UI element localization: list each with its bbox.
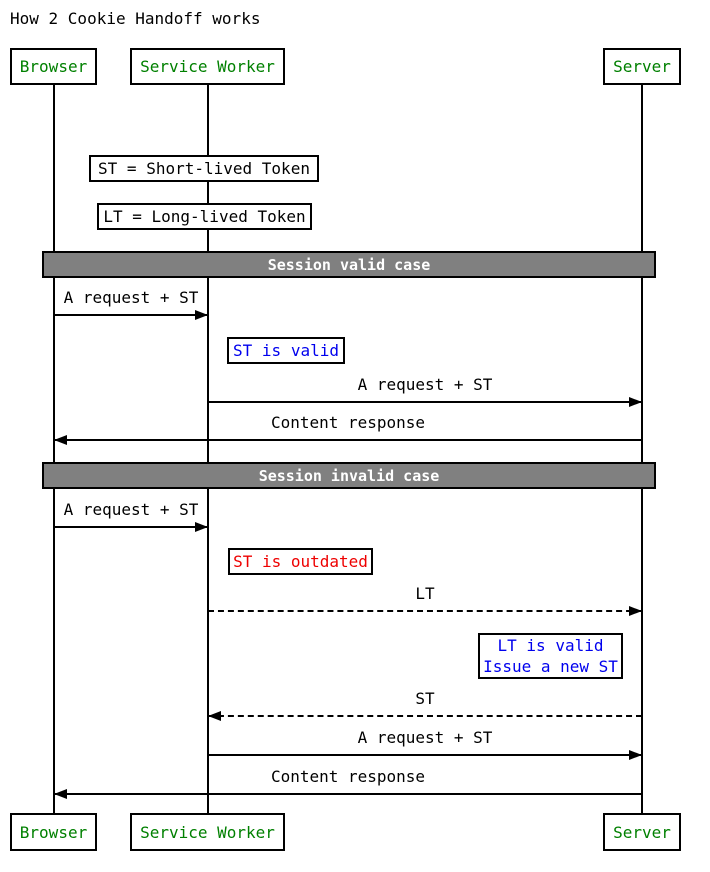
state-note-st-valid: ST is valid [227,337,345,364]
message-label: LT [415,584,435,603]
message-label: A request + ST [63,500,199,519]
message-label: Content response [270,413,426,432]
note-lt-definition: LT = Long-lived Token [97,203,312,230]
arrowhead-right-icon [195,522,208,532]
message-line [208,754,642,756]
arrowhead-left-icon [208,711,221,721]
message-line [54,439,642,441]
message-line [208,401,642,403]
message-line-dashed [208,715,642,717]
note-text: ST = Short-lived Token [98,159,310,178]
arrowhead-left-icon [54,435,67,445]
participant-label: Service Worker [140,822,275,842]
message-label: Content response [270,767,426,786]
lifeline-browser [53,85,55,813]
participant-box-service-worker-top: Service Worker [130,48,285,85]
lifeline-service-worker [207,85,209,813]
participant-label: Browser [19,57,88,76]
lifeline-server [641,85,643,813]
participant-box-server-top: Server [603,48,681,85]
note-text: ST is outdated [233,552,368,571]
divider-label: Session invalid case [258,466,440,485]
note-st-definition: ST = Short-lived Token [89,155,319,182]
state-note-lt-valid: LT is valid Issue a new ST [478,633,623,679]
divider-session-valid: Session valid case [42,251,656,278]
arrowhead-right-icon [195,310,208,320]
participant-box-browser-bottom: Browser [10,813,97,851]
message-line-dashed [208,610,642,612]
participant-label: Server [613,57,671,76]
note-text: ST is valid [233,341,339,360]
arrowhead-right-icon [629,750,642,760]
participant-label: Server [613,822,671,842]
participant-box-server-bottom: Server [603,813,681,851]
message-label: A request + ST [357,728,493,747]
message-line [54,526,208,528]
diagram-title: How 2 Cookie Handoff works [10,9,261,28]
note-text: LT = Long-lived Token [103,207,306,226]
note-text-line2: Issue a new ST [483,657,618,676]
arrowhead-right-icon [629,397,642,407]
participant-box-browser-top: Browser [10,48,97,85]
message-label: A request + ST [63,288,199,307]
message-label: A request + ST [357,375,493,394]
arrowhead-left-icon [54,789,67,799]
arrowhead-right-icon [629,606,642,616]
participant-box-service-worker-bottom: Service Worker [130,813,285,851]
divider-session-invalid: Session invalid case [42,462,656,489]
participant-label: Browser [19,822,88,842]
message-line [54,793,642,795]
note-text-line1: LT is valid [497,636,604,655]
divider-label: Session valid case [267,255,431,274]
message-label: ST [415,689,435,708]
state-note-st-outdated: ST is outdated [228,548,373,575]
message-line [54,314,208,316]
participant-label: Service Worker [140,57,275,76]
